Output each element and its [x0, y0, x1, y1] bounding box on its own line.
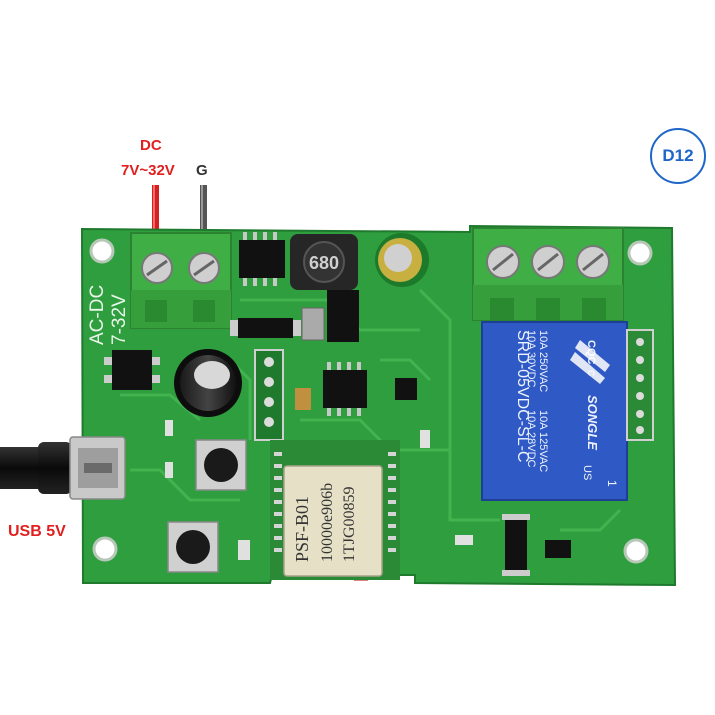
dc-label: DC	[140, 137, 162, 154]
silkscreen-line1: AC-DC	[87, 285, 108, 345]
usb-cable	[0, 436, 126, 500]
songle-logo	[570, 340, 610, 384]
dc-wires	[152, 185, 207, 240]
relay-brand: SONGLE	[585, 395, 600, 450]
silkscreen-line2: 7-32V	[109, 294, 130, 345]
mounting-holes	[89, 238, 653, 564]
relay-terminal-block	[472, 227, 624, 321]
bridge-rectifier	[104, 350, 160, 390]
ic-8pin-top	[239, 232, 285, 286]
relay-rating-1: 10A 250VAC	[537, 330, 549, 392]
wifi-module-line2: 10000e906b	[319, 483, 336, 562]
pin-header-left	[254, 349, 284, 441]
wifi-module-line3: 1TJG00859	[341, 486, 358, 562]
relay-rating-4: 10A 28VDC	[525, 410, 537, 468]
large-capacitor	[174, 349, 242, 417]
ic-8pin-middle	[323, 362, 367, 416]
wifi-module: PSF-B01 10000e906b 1TJG00859	[270, 440, 400, 580]
dc-terminal-block	[130, 232, 232, 329]
diode-and-transistor	[502, 514, 571, 576]
model-badge: D12	[650, 128, 706, 184]
push-button-2	[167, 521, 219, 573]
dc-voltage-label: 7V~32V	[121, 162, 175, 179]
silkscreen-input-range: AC-DC 7-32V	[87, 285, 130, 345]
relay: SRD-05VDC-SL-C 10A 250VAC 10A 30VDC 10A …	[481, 321, 628, 501]
ground-label: G	[196, 162, 208, 179]
inductor-code: 680	[309, 253, 339, 273]
relay-model: SRD-05VDC-SL-C	[514, 330, 531, 462]
usb-label: USB 5V	[8, 523, 66, 540]
relay-rating-3: 10A 125VAC	[537, 410, 549, 472]
pin-header-right	[626, 329, 654, 441]
voltage-regulator	[230, 290, 359, 342]
wifi-module-model: PSF-B01	[292, 496, 312, 562]
relay-rating-2: 10A 30VDC	[525, 330, 537, 388]
relay-pin-mark: 1	[605, 480, 619, 487]
push-button-1	[195, 439, 247, 491]
small-capacitor	[375, 233, 429, 287]
relay-cert-us: US	[581, 465, 593, 480]
inductor: 680	[290, 234, 358, 290]
